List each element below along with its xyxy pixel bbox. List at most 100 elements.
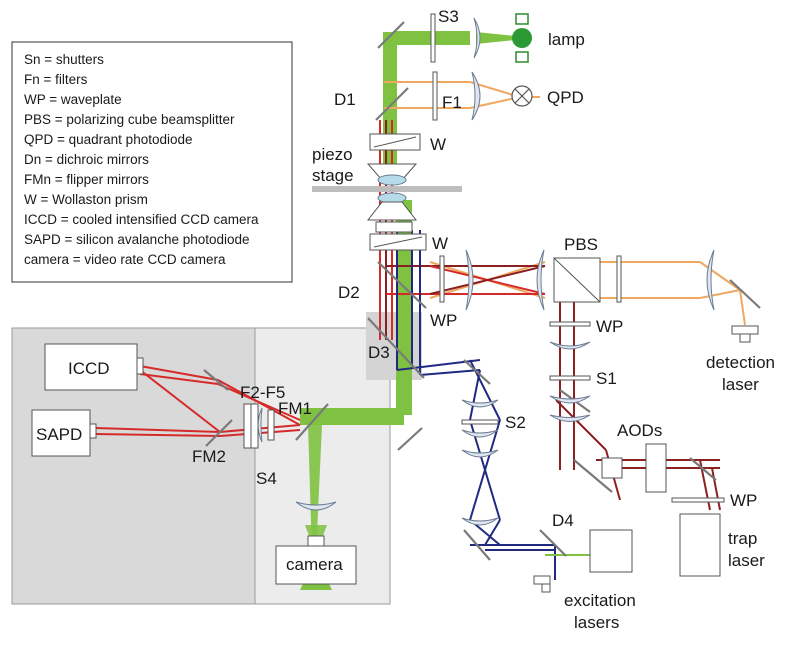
label-wp-right: WP [596,317,623,336]
label-w-mid: W [432,234,448,253]
mirror-fm1 [295,403,329,441]
legend-line: Fn = filters [24,72,88,87]
legend-line: Sn = shutters [24,52,104,67]
detection-laser-box [731,325,759,335]
iccd-port [136,357,144,375]
label-f2f5: F2-F5 [240,383,285,402]
mirror-d1 [375,87,409,121]
legend-line: Dn = dichroic mirrors [24,152,149,167]
sapd-port [89,423,97,439]
lens-s1-bot [549,395,591,404]
shutter-s4 [267,409,275,441]
waveplate-trap [671,497,725,503]
label-f1: F1 [442,93,462,112]
detection-laser-port [739,333,751,343]
wollaston-top-line [373,136,417,148]
legend-line: PBS = polarizing cube beamsplitter [24,112,235,127]
legend-box [11,41,293,283]
legend-line: FMn = flipper mirrors [24,172,149,187]
label-detection: detection [706,353,775,372]
lens-camera [295,501,337,511]
label-wp-left: WP [430,311,457,330]
objective-top [366,163,418,186]
objective-bottom [366,192,418,233]
legend-line: QPD = quadrant photodiode [24,132,193,147]
label-fm2: FM2 [192,447,226,466]
legend-line: WP = waveplate [24,92,122,107]
label-wp-trap: WP [730,491,757,510]
mirror-fm2 [205,419,233,447]
filter-f1 [432,71,438,121]
label-pbs: PBS [564,235,598,254]
mirror-trap [689,457,717,481]
label-camera: camera [286,555,343,574]
label-d1: D1 [334,90,356,109]
label-w-top: W [430,135,446,154]
plates [243,13,725,503]
label-laser-detection: laser [722,375,759,394]
lens-s1-top [549,341,591,350]
aod-large [645,443,667,493]
lens-s2-1 [461,399,499,408]
lens-qpd [471,71,481,121]
label-stage: stage [312,166,354,185]
iccd-box [44,343,138,391]
mirror-lower-right [397,427,423,451]
sapd-box [31,409,91,457]
lens-s2-4 [461,517,499,526]
label-qpd: QPD [547,88,584,107]
label-d2: D2 [338,283,360,302]
label-piezo: piezo [312,145,353,164]
label-d3: D3 [368,343,390,362]
camera-port [307,535,325,547]
mirror-d3 [367,317,425,379]
label-s2: S2 [505,413,526,432]
lens-s2-2 [461,429,499,438]
label-trap: trap [728,529,757,548]
mirror-d4 [539,529,567,557]
legend-line: ICCD = cooled intensified CCD camera [24,212,259,227]
legend-line: SAPD = silicon avalanche photodiode [24,232,250,247]
label-fm1: FM1 [278,399,312,418]
label-s3: S3 [438,7,459,26]
label-laser-trap: laser [728,551,765,570]
components [31,325,759,593]
shutter-s3 [430,13,436,63]
lamp-icon [512,13,532,63]
lens-pbs-1 [465,249,474,311]
waveplate-left [439,255,445,303]
label-excitation: excitation [564,591,636,610]
mirror-top [377,21,405,49]
lens-detection [706,249,715,311]
excitation-port-1 [533,575,551,585]
waveplate-right [616,255,622,303]
shutter-s2 [461,419,499,425]
label-s4: S4 [256,469,277,488]
mirror-d2 [377,261,427,309]
wollaston-mid-line [373,236,423,248]
piezo-stage [312,186,462,192]
legend-line: W = Wollaston prism [24,192,148,207]
mirror-aod-low [573,459,613,493]
label-iccd: ICCD [68,359,110,378]
lens-f2 [257,407,263,443]
lens-s2-3 [461,449,499,458]
label-lamp: lamp [548,30,585,49]
label-lasers: lasers [574,613,619,632]
mirror-s2-top [463,359,491,385]
waveplate-s1 [549,321,591,327]
mirror-excitation [463,529,491,561]
label-d4: D4 [552,511,574,530]
lens-lamp [473,17,481,59]
excitation-box [589,529,633,573]
camera-box [275,545,357,585]
trap-laser-box [679,513,721,577]
shutter-s1 [549,375,591,381]
legend-lines: Sn = shutters Fn = filters WP = waveplat… [24,52,259,267]
lenses [257,17,715,526]
mirror-iccd [203,369,229,391]
pbs-diagonal [553,257,601,303]
lens-pbs-2 [536,249,545,311]
excitation-port-2 [541,583,551,593]
